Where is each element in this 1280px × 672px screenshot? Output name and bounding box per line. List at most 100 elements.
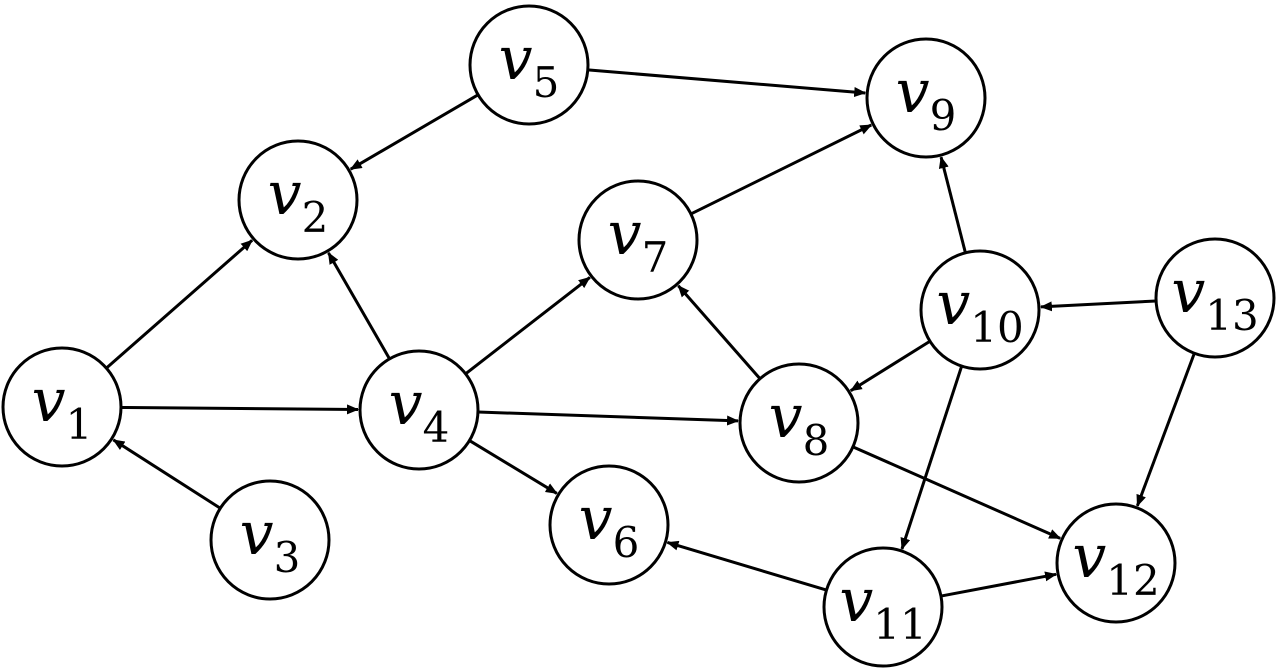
edge-arrow: [677, 284, 762, 380]
edge-arrow: [852, 445, 1062, 540]
node-circle: [738, 362, 860, 484]
node-circle: [548, 464, 670, 586]
edge-arrow: [938, 156, 967, 254]
node-v7: v7: [577, 179, 699, 301]
edge-arrow: [1135, 352, 1196, 507]
node-label: v8: [769, 382, 830, 465]
edge-v4-to-v8: [477, 410, 740, 426]
edge-v10-to-v11: [900, 365, 964, 550]
edge-v13-to-v10: [1039, 299, 1157, 312]
edge-arrow: [327, 251, 391, 360]
node-label-variable: v: [1072, 522, 1106, 592]
node-label-variable: v: [32, 366, 66, 436]
node-v4: v4: [358, 349, 480, 471]
edge-v11-to-v6: [666, 540, 827, 592]
node-label-variable: v: [389, 369, 423, 439]
edge-v8-to-v12: [852, 445, 1062, 540]
edge-arrow: [940, 571, 1058, 598]
node-circle: [468, 4, 590, 126]
node-label-variable: v: [608, 199, 642, 269]
node-label-subscript: 2: [302, 193, 329, 242]
node-label-subscript: 5: [533, 58, 560, 107]
edge-arrow: [849, 339, 931, 392]
node-label-variable: v: [240, 499, 274, 569]
node-label-subscript: 10: [970, 303, 1023, 352]
node-label-variable: v: [839, 566, 873, 636]
node-label-variable: v: [1171, 257, 1205, 327]
edge-v4-to-v2: [327, 251, 391, 360]
edge-v5-to-v2: [349, 93, 479, 171]
edge-arrow: [112, 438, 222, 510]
node-label-variable: v: [579, 484, 613, 554]
node-circle: [1154, 237, 1276, 359]
edge-v1-to-v2: [105, 239, 254, 370]
node-circle: [1055, 502, 1177, 624]
node-label-variable: v: [499, 24, 533, 94]
edge-arrow: [690, 123, 873, 216]
node-v9: v9: [865, 37, 987, 159]
edge-arrow: [349, 93, 479, 171]
node-label-subscript: 8: [803, 416, 830, 465]
edge-arrow: [900, 365, 964, 550]
node-label: v11: [839, 566, 926, 649]
node-label: v2: [268, 159, 329, 242]
node-v1: v1: [1, 346, 123, 468]
node-label-subscript: 6: [613, 518, 640, 567]
edge-arrow: [105, 239, 254, 370]
edge-arrow: [477, 410, 740, 426]
node-label-subscript: 11: [873, 600, 926, 649]
node-label: v1: [32, 366, 93, 449]
node-circle: [577, 179, 699, 301]
edge-v10-to-v8: [849, 339, 931, 392]
edge-v13-to-v12: [1135, 352, 1196, 507]
node-label: v5: [499, 24, 560, 107]
node-circle: [865, 37, 987, 159]
node-label-variable: v: [268, 159, 302, 229]
node-circle: [1, 346, 123, 468]
node-label-subscript: 1: [66, 400, 93, 449]
node-v2: v2: [237, 139, 359, 261]
edge-v1-to-v4: [120, 404, 360, 415]
edge-arrow: [666, 540, 827, 592]
node-label-subscript: 12: [1106, 556, 1159, 605]
node-v10: v10: [919, 249, 1041, 371]
edge-arrow: [468, 439, 558, 495]
node-label: v13: [1171, 257, 1258, 340]
node-label-subscript: 4: [423, 403, 450, 452]
node-circle: [919, 249, 1041, 371]
node-v8: v8: [738, 362, 860, 484]
edge-v11-to-v12: [940, 571, 1058, 598]
node-v12: v12: [1055, 502, 1177, 624]
edge-arrow: [464, 276, 591, 376]
node-v3: v3: [209, 479, 331, 601]
node-label: v6: [579, 484, 640, 567]
edge-v3-to-v1: [112, 438, 222, 510]
node-circle: [237, 139, 359, 261]
edge-v8-to-v7: [677, 284, 762, 380]
edge-arrow: [1039, 299, 1157, 312]
node-label: v10: [936, 269, 1023, 352]
node-label: v4: [389, 369, 450, 452]
edge-v4-to-v7: [464, 276, 591, 376]
node-label-subscript: 13: [1205, 291, 1258, 340]
node-label: v9: [896, 57, 957, 140]
node-v13: v13: [1154, 237, 1276, 359]
node-label: v12: [1072, 522, 1159, 605]
node-label-subscript: 3: [274, 533, 301, 582]
edge-arrow: [587, 68, 867, 98]
node-circle: [358, 349, 480, 471]
node-label: v7: [608, 199, 669, 282]
node-label-variable: v: [769, 382, 803, 452]
node-label-variable: v: [896, 57, 930, 127]
edge-v4-to-v6: [468, 439, 558, 495]
edge-v10-to-v9: [938, 156, 967, 254]
node-circle: [822, 546, 944, 668]
node-label-subscript: 7: [642, 233, 669, 282]
node-label: v3: [240, 499, 301, 582]
node-v6: v6: [548, 464, 670, 586]
node-v5: v5: [468, 4, 590, 126]
edge-arrow: [120, 404, 360, 415]
edge-v7-to-v9: [690, 123, 873, 216]
